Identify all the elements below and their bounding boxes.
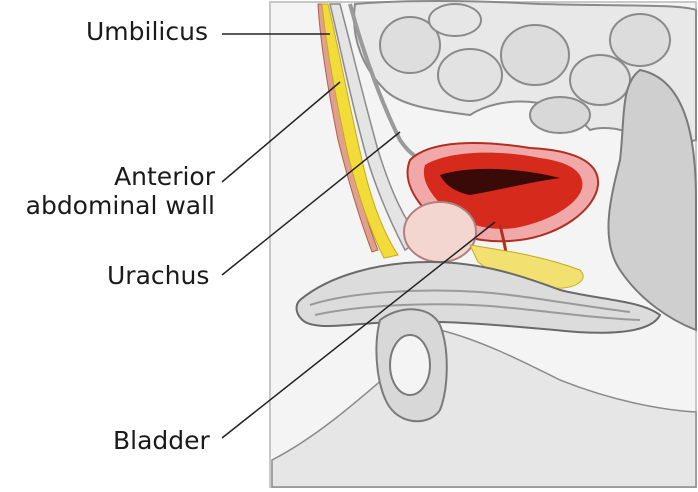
pubic-bone — [404, 202, 476, 262]
anterior-label-line1: Anterior — [14, 163, 215, 192]
urachus-label: Urachus — [107, 262, 209, 291]
umbilicus-label: Umbilicus — [86, 18, 208, 47]
anterior-label-line2: abdominal wall — [14, 192, 215, 221]
bladder-label: Bladder — [113, 427, 210, 456]
testis — [390, 335, 430, 395]
anterior-abdominal-wall-label: Anterior abdominal wall — [14, 163, 215, 221]
